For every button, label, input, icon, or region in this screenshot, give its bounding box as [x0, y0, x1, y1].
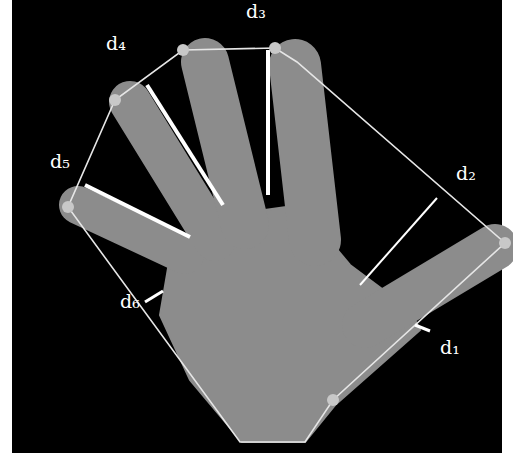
- defect-label: d₆: [120, 292, 140, 311]
- black-ground: [12, 0, 502, 453]
- defect-label: d₄: [106, 34, 126, 53]
- defect-label: d₂: [456, 164, 476, 183]
- defect-depth-lines: [85, 50, 437, 331]
- defect-label: d₅: [50, 152, 70, 171]
- defect-label: d₁: [440, 338, 460, 357]
- convex-hull: [68, 48, 505, 442]
- hand-silhouette: [78, 62, 495, 442]
- defect-label: d₃: [246, 2, 266, 21]
- hull-vertex-dots: [62, 42, 511, 406]
